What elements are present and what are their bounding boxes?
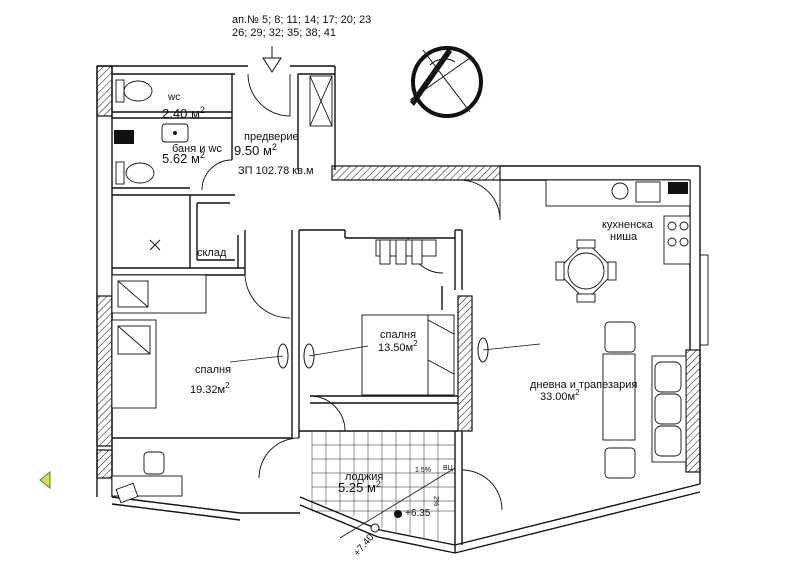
window-living [685, 349, 701, 473]
window-bedroom [96, 295, 113, 447]
bedroom1-balcony-door [309, 395, 346, 432]
marker-icon [39, 470, 51, 490]
bedroom1-wardrobe [375, 239, 437, 265]
wall-hatch-middle [457, 295, 473, 432]
wc-name: wc [167, 92, 180, 103]
bed-double [361, 314, 455, 396]
storage-name: склад [197, 247, 227, 259]
ceiling-light-icon [229, 343, 369, 369]
slope-label: 2% [432, 496, 439, 506]
level-marker-icon [370, 523, 380, 533]
kitchen-door [459, 179, 501, 221]
window-kitchen [699, 254, 709, 346]
floor-drain-icon [149, 239, 161, 251]
toilet-icon [115, 161, 155, 185]
window-wc [96, 65, 113, 117]
living-name: дневна и трапезария [530, 379, 637, 391]
loggia-area: 5.25 м2 [338, 479, 381, 495]
drain-label: ВЦ [443, 465, 454, 472]
bath-door [201, 159, 233, 191]
desk [111, 451, 183, 504]
slope-label: 1.5% [415, 467, 431, 474]
hall-name: предверие [244, 131, 299, 143]
wc-area: 2.40 м2 [162, 105, 205, 121]
vent-shaft [309, 75, 333, 127]
wall-hatch-top [331, 165, 501, 181]
kitchen-name-line1: кухненска [602, 219, 654, 231]
bedroom2-area: 19.32м2 [190, 381, 230, 396]
ceiling-light-icon [477, 337, 541, 363]
sink-icon [161, 123, 189, 143]
bedroom1-area: 13.50м2 [378, 339, 418, 354]
entrance-door [247, 73, 291, 117]
apartment-numbers-line2: 26; 29; 32; 35; 38; 41 [232, 27, 336, 39]
level-marker-icon [394, 510, 402, 518]
storage-door [244, 274, 291, 319]
bath-area: 5.62 м2 [162, 150, 205, 166]
living-balcony-door [461, 469, 503, 511]
bed-single [111, 274, 207, 409]
bedroom2-name: спалня [195, 364, 231, 376]
stove-icon [663, 215, 691, 265]
dining-table [555, 239, 617, 303]
armchair [604, 447, 636, 479]
bedroom2-balcony-door [258, 437, 300, 479]
bath-name: баня и wc [172, 143, 222, 155]
kitchen-name-line2: ниша [610, 231, 638, 243]
parapet-level: +7.40 [352, 532, 377, 559]
compass-icon [409, 46, 483, 118]
window-bedroom-lower [96, 449, 113, 479]
hall-area: 9.50 м2 [234, 142, 277, 158]
apartment-numbers-line1: ап.№ 5; 8; 11; 14; 17; 20; 23 [232, 14, 371, 26]
entrance-arrow-icon [262, 46, 282, 73]
armchair [604, 321, 636, 353]
loggia-floor [311, 430, 456, 541]
gross-area: ЗП 102.78 кв.м [238, 165, 314, 177]
shower-tray [114, 130, 134, 144]
living-area: 33.00м2 [540, 388, 580, 403]
toilet-icon [115, 79, 153, 103]
loggia-name: лоджия [345, 471, 383, 483]
coffee-table [602, 353, 636, 441]
bedroom1-name: спалня [380, 329, 416, 341]
sofa [651, 355, 687, 463]
floor-level: +6.35 [405, 508, 431, 519]
level-leader [339, 467, 456, 539]
